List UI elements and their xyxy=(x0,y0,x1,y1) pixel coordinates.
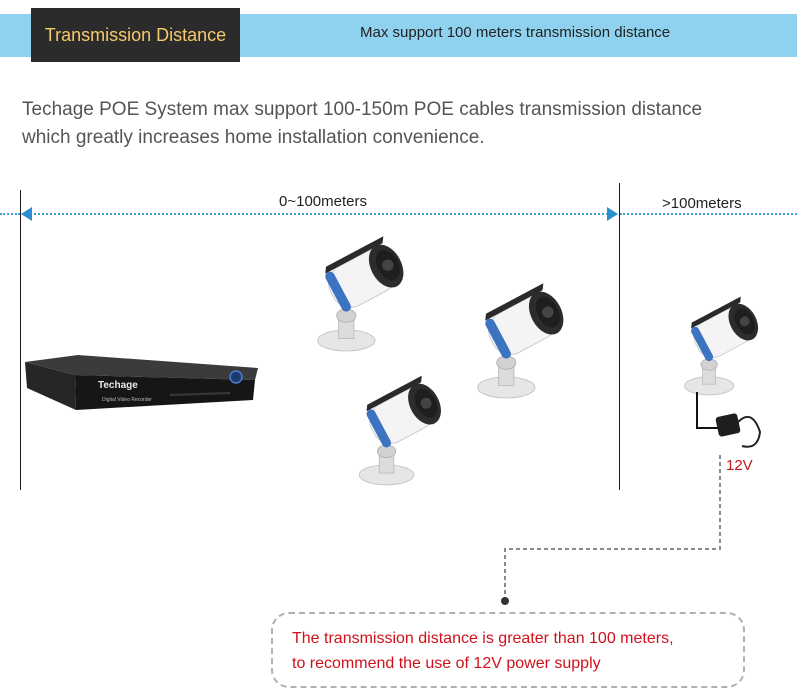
bullet-camera-icon xyxy=(684,294,765,396)
nvr-model-label: Digital Video Recorder xyxy=(102,397,152,403)
limit-boundary-line xyxy=(619,183,620,490)
near-range-label: 0~100meters xyxy=(279,193,367,210)
warning-callout: The transmission distance is greater tha… xyxy=(271,612,745,688)
far-range-dotted-line xyxy=(620,213,797,215)
start-boundary-line xyxy=(20,190,21,490)
bullet-camera-icon xyxy=(477,282,571,399)
callout-text: The transmission distance is greater tha… xyxy=(292,626,674,676)
intro-paragraph: Techage POE System max support 100-150m … xyxy=(22,96,792,152)
header-tab xyxy=(31,8,240,62)
near-range-dotted-line xyxy=(30,213,608,215)
callout-line-2: to recommend the use of 12V power supply xyxy=(292,655,601,672)
intro-line-1: Techage POE System max support 100-150m … xyxy=(22,99,703,120)
callout-leader-line xyxy=(504,455,721,600)
left-edge-dotted-line xyxy=(0,213,20,215)
section-title: Transmission Distance xyxy=(44,25,227,45)
arrow-left-icon xyxy=(21,207,32,221)
bullet-camera-icon xyxy=(317,235,411,352)
nvr-recorder-icon xyxy=(25,355,258,410)
arrow-right-icon xyxy=(607,207,618,221)
section-subtitle: Max support 100 meters transmission dist… xyxy=(360,24,671,41)
power-cable xyxy=(696,392,718,429)
power-voltage-label: 12V xyxy=(726,457,753,474)
nvr-brand-label: Techage xyxy=(98,380,138,391)
callout-line-1: The transmission distance is greater tha… xyxy=(292,630,674,647)
intro-line-2: which greatly increases home installatio… xyxy=(22,127,485,148)
far-range-label: >100meters xyxy=(662,195,742,212)
bullet-camera-icon xyxy=(358,374,449,486)
power-adapter-icon xyxy=(715,413,762,448)
leader-dot xyxy=(501,597,509,605)
